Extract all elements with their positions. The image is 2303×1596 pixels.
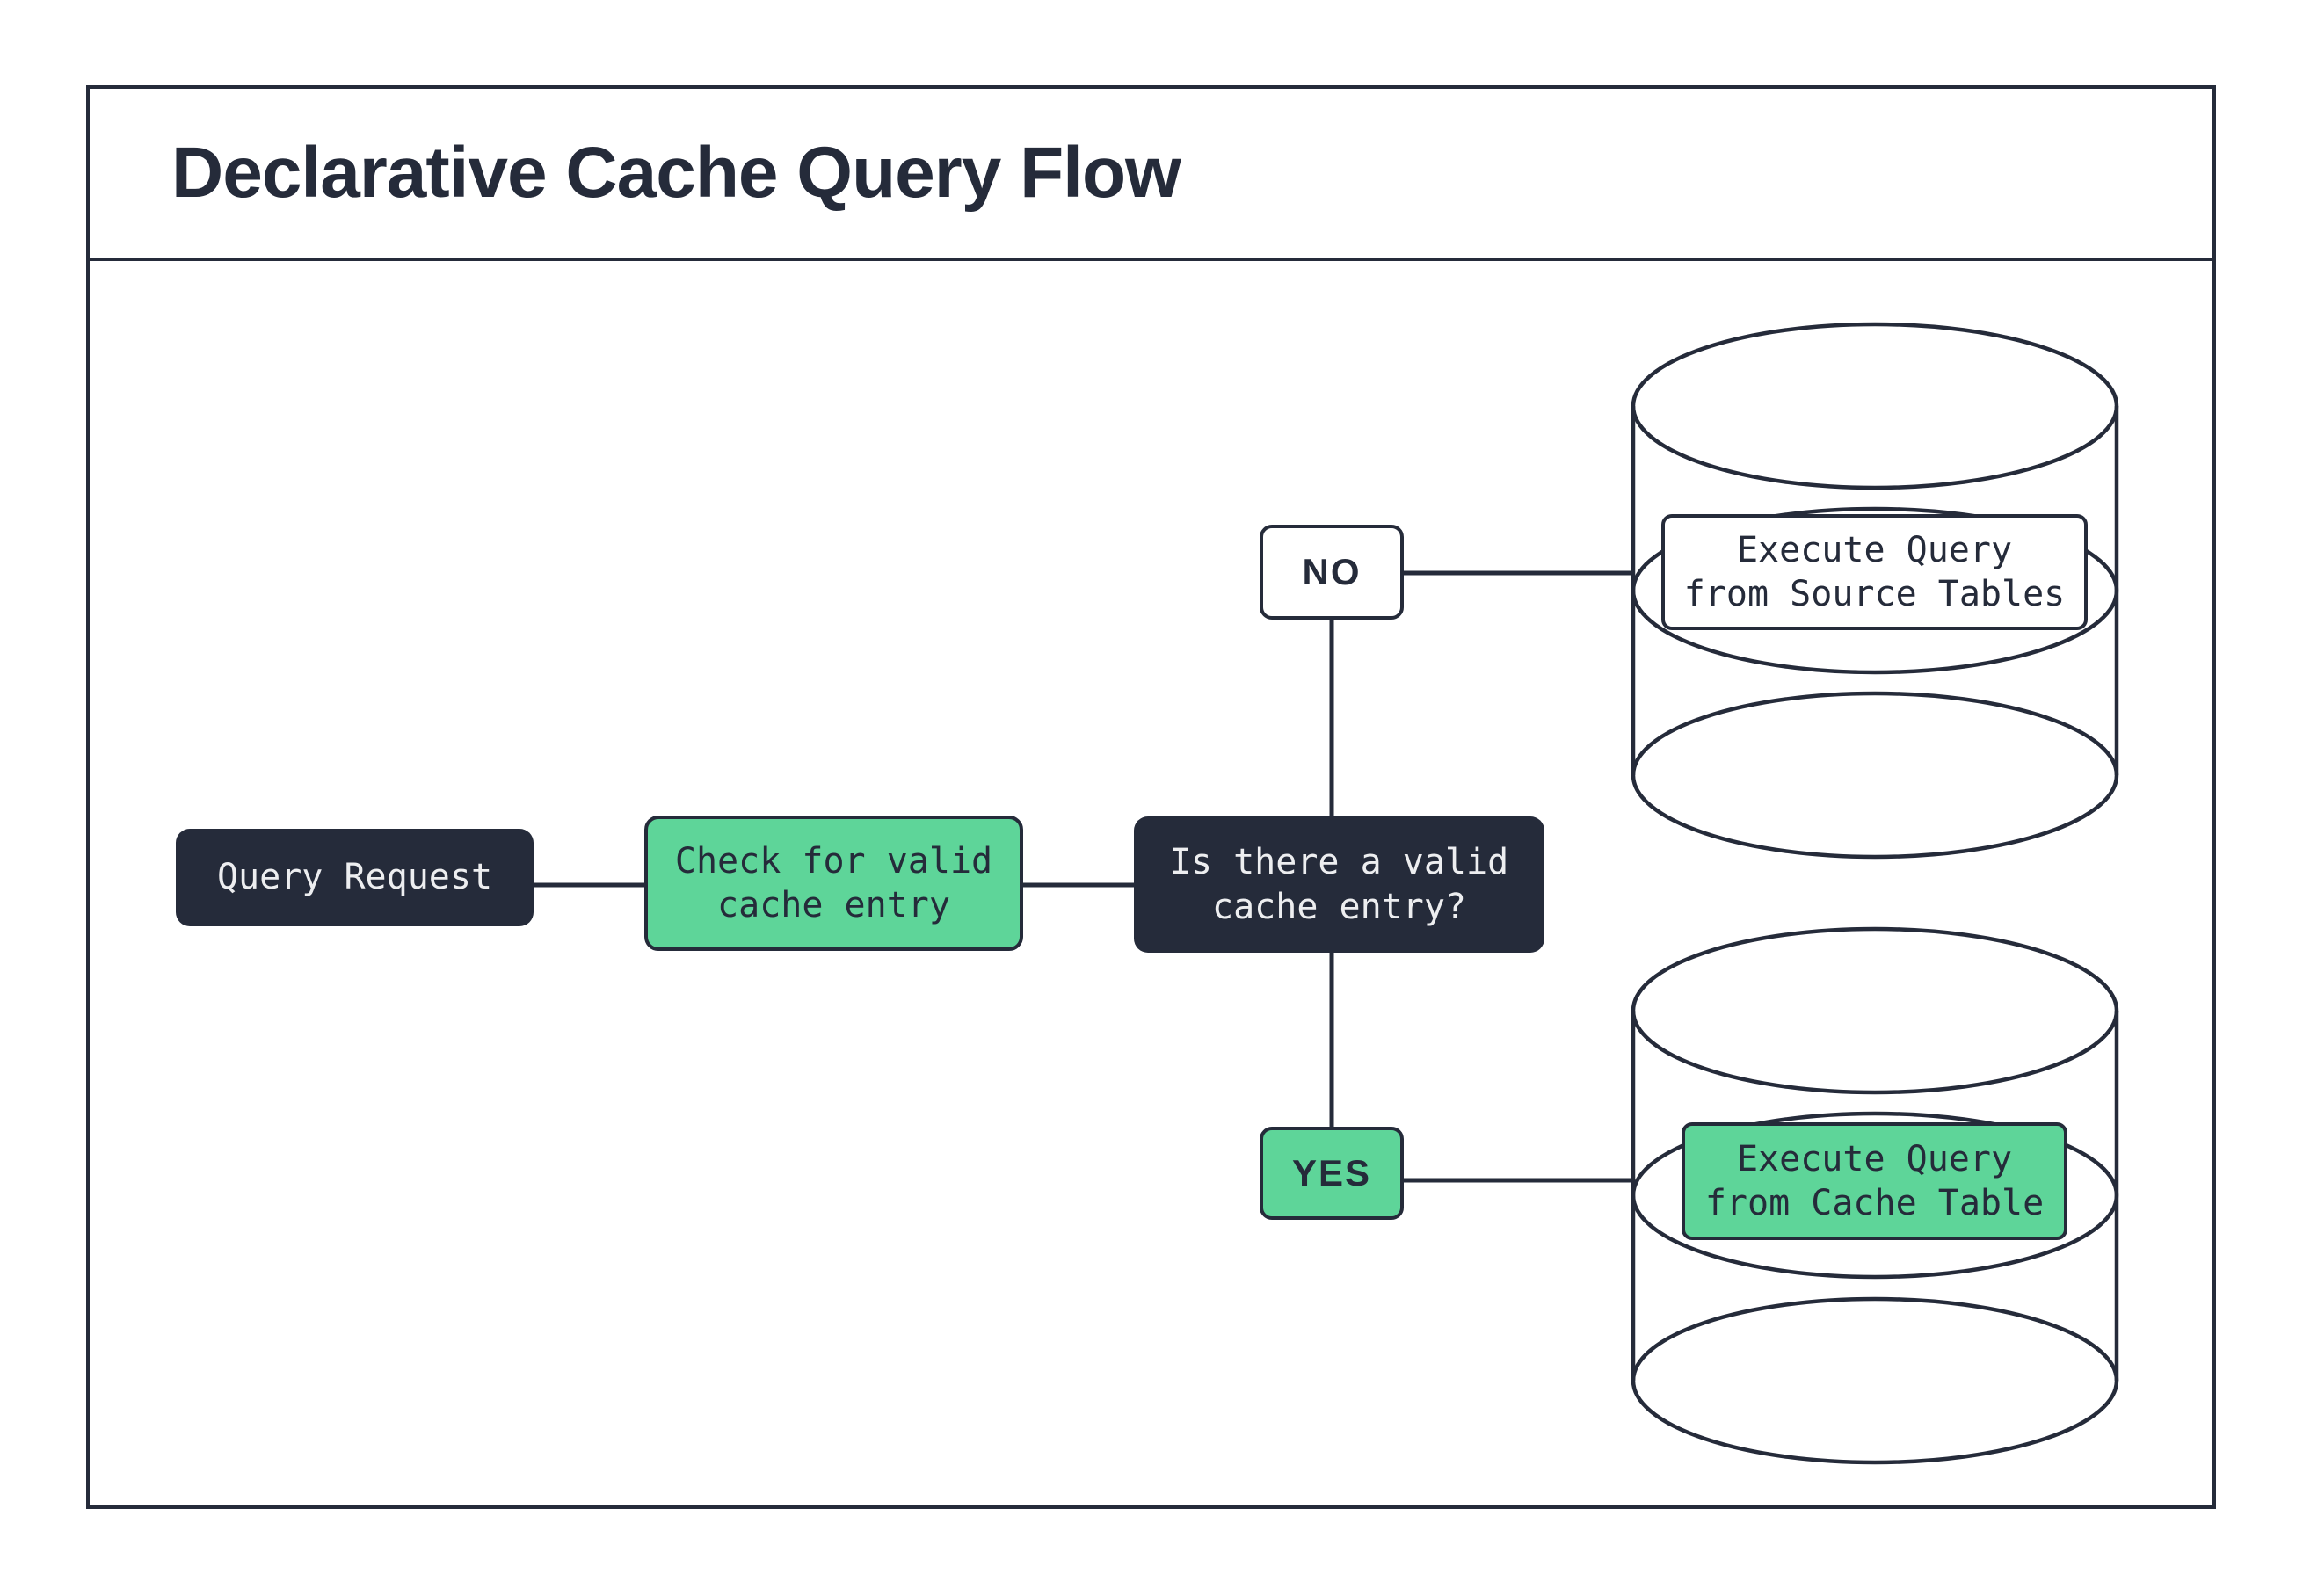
node-query-request: Query Request — [176, 829, 534, 926]
page-title: Declarative Cache Query Flow — [171, 133, 1181, 213]
node-cache-question: Is there a valid cache entry? — [1134, 816, 1544, 953]
node-yes-branch: YES — [1260, 1127, 1404, 1220]
title-bar: Declarative Cache Query Flow — [90, 89, 2212, 261]
node-no-branch: NO — [1260, 525, 1404, 620]
node-execute-source-tables: Execute Query from Source Tables — [1661, 514, 2088, 630]
page-frame: Declarative Cache Query Flow — [86, 85, 2216, 1509]
node-check-cache: Check for valid cache entry — [644, 816, 1023, 951]
node-execute-cache-table: Execute Query from Cache Table — [1682, 1122, 2067, 1240]
